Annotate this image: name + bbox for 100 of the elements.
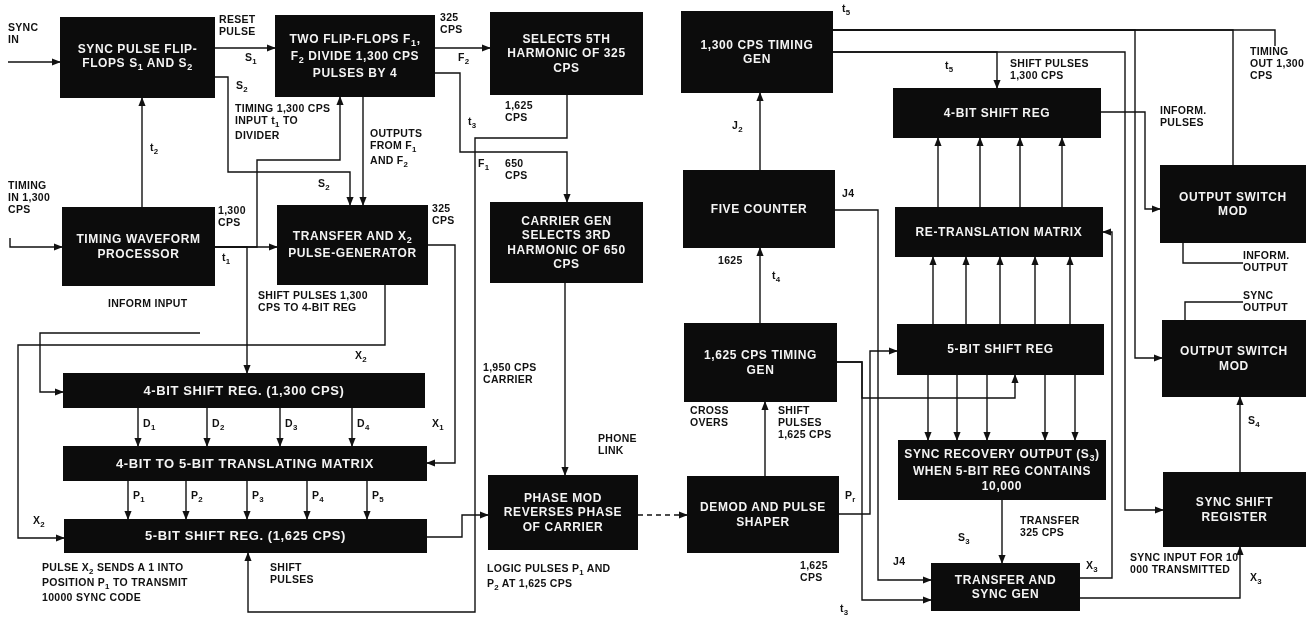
signal-label: 1,625 CPS bbox=[505, 100, 534, 124]
signal-label: D$_{2}$ bbox=[212, 418, 226, 433]
signal-label: D$_{3}$ bbox=[285, 418, 299, 433]
process-box bbox=[897, 324, 1104, 375]
box-label: SYNC PULSE FLIP-FLOPS S$_{1}$ AND S$_{2}$ bbox=[76, 41, 199, 74]
box-label: DEMOD AND PULSE SHAPER bbox=[699, 500, 827, 529]
signal-label: RESET PULSE bbox=[219, 14, 257, 38]
connector-arrow bbox=[561, 282, 569, 476]
connector-arrow bbox=[962, 256, 970, 325]
signal-label: S$_{1}$ bbox=[245, 52, 258, 67]
connector-arrow bbox=[303, 480, 311, 520]
signal-label: S$_{2}$ bbox=[236, 80, 249, 95]
signal-label: TIMING 1,300 CPS INPUT t$_{1}$ TO DIVIDER bbox=[235, 103, 332, 142]
connector-arrow bbox=[1016, 137, 1024, 208]
process-box bbox=[63, 446, 427, 481]
signal-label: SYNC IN bbox=[8, 22, 40, 46]
signal-label: INFORM. PULSES bbox=[1160, 105, 1208, 129]
process-box bbox=[895, 207, 1103, 257]
connector-arrow bbox=[124, 480, 132, 520]
signal-label: TIMING OUT 1,300 CPS bbox=[1250, 46, 1305, 82]
signal-label: INFORM. OUTPUT bbox=[1243, 250, 1291, 274]
box-label: SYNC SHIFT REGISTER bbox=[1194, 495, 1275, 524]
box-label: OUTPUT SWITCH MOD bbox=[1178, 189, 1288, 219]
signal-label: 1625 bbox=[718, 255, 744, 267]
connector-arrow bbox=[214, 246, 251, 374]
box-label: SELECTS 5TH HARMONIC OF 325 CPS bbox=[506, 31, 627, 76]
connector-arrow bbox=[434, 72, 571, 203]
signal-label: 650 CPS bbox=[505, 158, 529, 182]
connector-arrow bbox=[182, 480, 190, 520]
connector-arrow bbox=[1058, 137, 1066, 208]
connector-arrow bbox=[434, 44, 491, 52]
connector-arrow bbox=[134, 407, 142, 447]
signal-label: S$_{3}$ bbox=[958, 532, 971, 547]
box-label: TRANSFER AND SYNC GEN bbox=[953, 572, 1058, 602]
connector-arrow bbox=[138, 97, 146, 208]
connector-arrow bbox=[1066, 256, 1074, 325]
connector-arrow bbox=[7, 58, 61, 66]
connector-arrow bbox=[834, 209, 932, 584]
connector-arrow bbox=[359, 96, 367, 206]
box-label: SYNC RECOVERY OUTPUT (S$_{3}$) WHEN 5-BIT REG CONTAINS 10,000 bbox=[904, 447, 1100, 493]
signal-label: SHIFT PULSES bbox=[270, 562, 315, 586]
signal-label: X$_{2}$ bbox=[355, 350, 368, 365]
connector-arrow bbox=[998, 499, 1006, 564]
signal-label: SHIFT PULSES 1,300 CPS TO 4-BIT REG bbox=[258, 290, 369, 314]
signal-label: P$_{2}$ bbox=[191, 490, 204, 505]
process-box bbox=[275, 15, 435, 97]
signal-label: t$_{3}$ bbox=[468, 116, 478, 131]
process-box bbox=[490, 202, 643, 283]
process-box bbox=[1163, 472, 1306, 547]
signal-label: S$_{4}$ bbox=[1248, 415, 1261, 430]
box-label: 1,300 CPS TIMING GEN bbox=[699, 37, 815, 67]
connector-arrow bbox=[1079, 546, 1244, 599]
connector-arrow bbox=[929, 256, 937, 325]
box-label: 5-BIT SHIFT REG. (1,625 CPS) bbox=[145, 528, 346, 544]
box-label: 1,625 CPS TIMING GEN bbox=[703, 348, 818, 377]
box-label: 4-BIT SHIFT REG. (1,300 CPS) bbox=[143, 382, 345, 399]
process-box bbox=[62, 207, 215, 286]
process-box bbox=[60, 17, 215, 98]
signal-label: 325 CPS bbox=[432, 203, 456, 227]
process-box bbox=[684, 323, 837, 402]
signal-label: t$_{5}$ bbox=[842, 3, 852, 18]
connector-arrow bbox=[756, 247, 764, 324]
connector-arrow bbox=[1236, 396, 1244, 473]
connector-arrow bbox=[276, 407, 284, 447]
signal-label: P$_{3}$ bbox=[252, 490, 265, 505]
process-box bbox=[893, 88, 1101, 138]
process-box bbox=[931, 563, 1080, 611]
connector-arrow bbox=[244, 94, 568, 613]
signal-label: D$_{4}$ bbox=[357, 418, 371, 433]
connector-arrow bbox=[17, 284, 386, 542]
signal-label: TRANSFER 325 CPS bbox=[1020, 515, 1081, 539]
signal-label: t$_{5}$ bbox=[945, 60, 955, 75]
connector-arrow bbox=[243, 480, 251, 520]
signal-label: 325 CPS bbox=[440, 12, 464, 36]
connector-arrow bbox=[214, 44, 276, 52]
connector-arrow bbox=[348, 407, 356, 447]
connector-arrow bbox=[756, 92, 764, 171]
process-box bbox=[898, 440, 1106, 500]
signal-label: P$_{5}$ bbox=[372, 490, 385, 505]
signal-label: INFORM INPUT bbox=[108, 298, 188, 310]
connector-arrow bbox=[1031, 256, 1039, 325]
process-box bbox=[490, 12, 643, 95]
process-box bbox=[1160, 165, 1306, 243]
signal-label: F$_{1}$ bbox=[478, 158, 491, 173]
signal-label: P$_{r}$ bbox=[845, 490, 857, 505]
connector-arrow bbox=[426, 244, 456, 467]
signal-label: X$_{3}$ bbox=[1250, 572, 1263, 587]
signal-label: t$_{2}$ bbox=[150, 142, 160, 157]
signal-label: PULSE X$_{2}$ SENDS A 1 INTO POSITION P$_{1}$ TO TRANSMIT 10000 SYNC CODE bbox=[42, 562, 189, 604]
signal-label: J4 bbox=[893, 556, 907, 568]
box-label: 5-BIT SHIFT REG bbox=[947, 342, 1054, 357]
process-box bbox=[681, 11, 833, 93]
signal-label: t$_{3}$ bbox=[840, 603, 850, 618]
connector-arrow bbox=[1041, 374, 1049, 441]
signal-label: D$_{1}$ bbox=[143, 418, 157, 433]
signal-label: t$_{1}$ bbox=[222, 252, 232, 267]
process-box bbox=[1162, 320, 1306, 397]
box-label: FIVE COUNTER bbox=[710, 201, 808, 217]
connector-arrow bbox=[214, 76, 354, 206]
connector-arrow bbox=[836, 361, 932, 604]
